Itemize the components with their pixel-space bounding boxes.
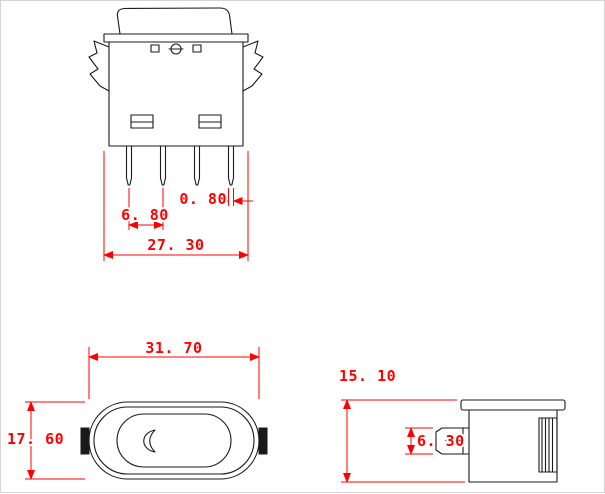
front-view: 0. 80 6. 80 27. 30 bbox=[88, 7, 264, 261]
dim-label-terminal-width: 6. 30 bbox=[417, 432, 465, 450]
spade-terminal bbox=[435, 427, 470, 455]
terminal-pin-1 bbox=[125, 145, 133, 186]
dim-label-terminal-thickness: 0. 80 bbox=[179, 190, 227, 208]
detail-left-notch bbox=[150, 44, 160, 53]
side-tab-left bbox=[80, 427, 90, 455]
side-body bbox=[468, 409, 558, 483]
side-tab-right bbox=[258, 427, 268, 455]
terminal-pin-4 bbox=[227, 145, 235, 186]
dim-label-terminal-pitch: 6. 80 bbox=[121, 206, 169, 224]
dim-label-overall-width: 31. 70 bbox=[145, 339, 202, 357]
spade-terminal-hole bbox=[444, 435, 456, 447]
rocker-indent-mark bbox=[143, 429, 156, 453]
dim-label-overall-height: 15. 10 bbox=[339, 367, 396, 385]
top-rocker-outline bbox=[116, 413, 232, 468]
switch-body bbox=[108, 41, 244, 147]
terminal-pin-3 bbox=[193, 145, 201, 186]
dim-label-body-width: 27. 30 bbox=[147, 236, 204, 254]
switch-bezel bbox=[103, 33, 249, 43]
side-flange bbox=[460, 399, 566, 411]
detail-right-notch bbox=[192, 44, 202, 53]
dim-label-overall-depth: 17. 60 bbox=[7, 430, 64, 448]
rocker-actuator bbox=[116, 7, 233, 35]
rib-block bbox=[538, 417, 558, 473]
side-view: 15. 10 6. 30 bbox=[337, 365, 566, 483]
top-view: 31. 70 17. 60 bbox=[5, 337, 268, 480]
terminal-pin-2 bbox=[159, 145, 167, 186]
mounting-clip-right-icon bbox=[242, 40, 264, 92]
top-inner-ring bbox=[93, 406, 255, 475]
mounting-clip-left-icon bbox=[88, 40, 110, 92]
